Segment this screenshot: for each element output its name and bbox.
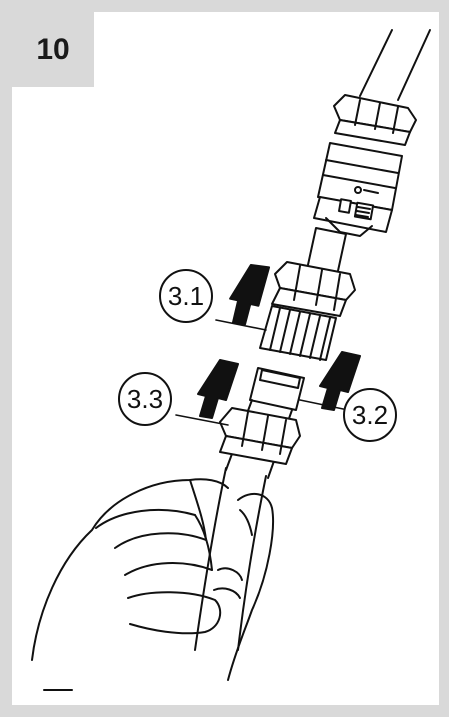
callout-3-3-label: 3.3 bbox=[127, 384, 163, 414]
callout-3-1-label: 3.1 bbox=[168, 281, 204, 311]
arrow-up-3-1 bbox=[229, 264, 271, 324]
callout-3-2: 3.2 bbox=[344, 389, 396, 441]
callout-3-1: 3.1 bbox=[160, 270, 212, 322]
callout-3-2-label: 3.2 bbox=[352, 400, 388, 430]
upper-connector-body bbox=[314, 143, 402, 236]
upper-sealing-nut bbox=[334, 95, 416, 145]
callout-3-3: 3.3 bbox=[119, 373, 171, 425]
cable-in-hand bbox=[195, 468, 266, 650]
upper-cable bbox=[360, 30, 430, 100]
seal-ring-3-2 bbox=[250, 368, 304, 410]
hand-illustration bbox=[32, 479, 273, 690]
